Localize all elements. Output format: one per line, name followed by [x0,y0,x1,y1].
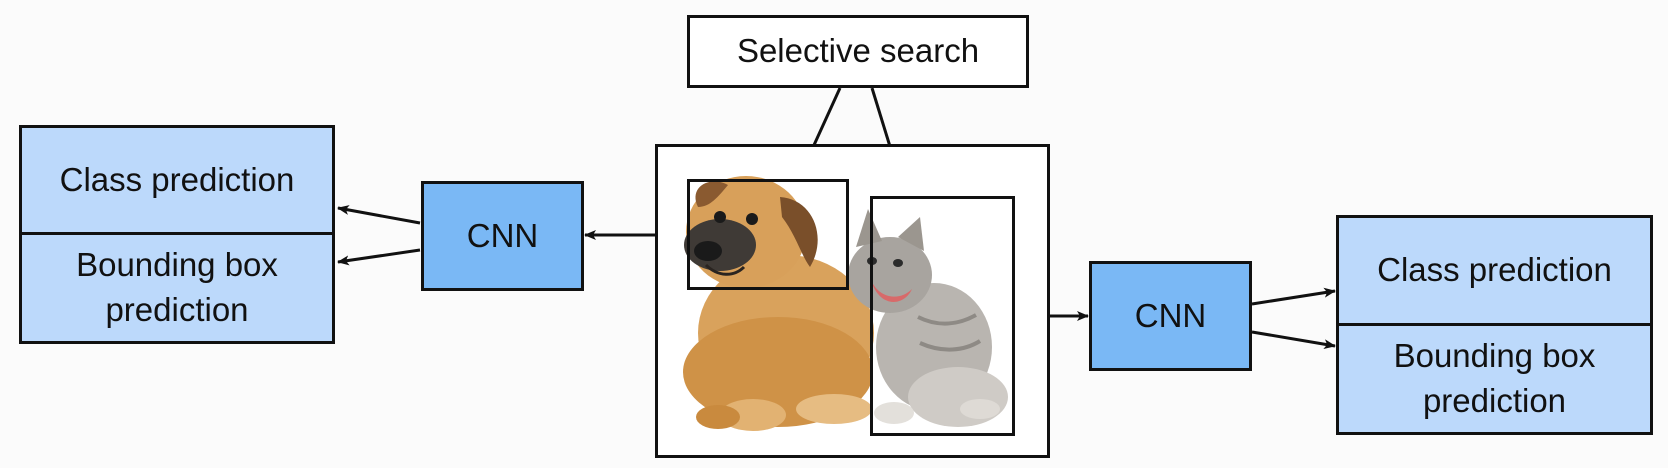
left-class-prediction-box: Class prediction [19,125,335,235]
selective-search-box: Selective search [687,15,1029,88]
puppy-illustration [683,176,874,431]
dog-region-box [687,179,849,290]
input-image [683,176,1008,431]
left-bbox-prediction-box: Bounding box prediction [19,232,335,344]
arrow-cnn-right-to-bbox [1251,330,1336,350]
cnn-right-label: CNN [1134,296,1207,334]
cnn-left-box: CNN [421,181,584,291]
right-class-prediction-label: Class prediction [1377,251,1612,289]
cnn-left-label: CNN [466,216,539,254]
arrow-cnn-right-to-class [1251,287,1336,306]
cnn-right-box: CNN [1089,261,1252,371]
right-bbox-prediction-box: Bounding box prediction [1336,323,1653,435]
cat-region-box [870,196,1015,436]
right-bbox-prediction-label: Bounding box prediction [1393,337,1596,419]
selective-search-label: Selective search [736,32,980,70]
arrow-cnn-left-to-class [337,205,421,225]
arrow-cnn-left-to-bbox [337,248,421,266]
left-class-prediction-label: Class prediction [59,160,295,198]
right-class-prediction-box: Class prediction [1336,215,1653,326]
kitten-illustration [848,209,1008,427]
left-bbox-prediction-label: Bounding box prediction [76,246,278,328]
